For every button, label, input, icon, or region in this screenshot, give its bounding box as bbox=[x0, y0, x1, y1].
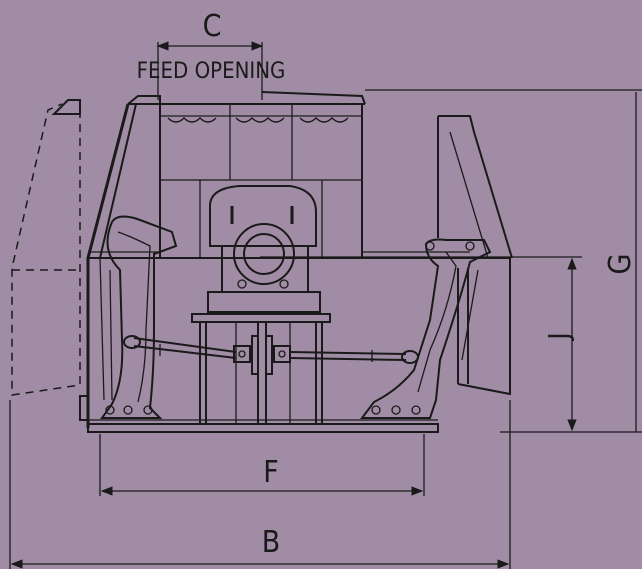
left-jaw-arm bbox=[99, 215, 178, 419]
dimension-f: F bbox=[99, 434, 425, 496]
tie-rod-linkage bbox=[123, 335, 419, 375]
dimension-c: C FEED OPENING bbox=[137, 9, 286, 100]
dimension-label-g: G bbox=[603, 254, 638, 275]
open-position-outline bbox=[11, 99, 81, 396]
dimension-b: B bbox=[9, 400, 511, 569]
right-jaw-arm bbox=[360, 238, 492, 419]
support-stand bbox=[191, 313, 331, 424]
eccentric-shaft-housing bbox=[207, 185, 321, 313]
dimension-g: G bbox=[365, 89, 642, 433]
crusher-frame bbox=[79, 91, 513, 433]
dimension-label-j: J bbox=[542, 332, 575, 341]
dimension-label-c: C bbox=[203, 9, 222, 44]
dimension-label-b: B bbox=[262, 525, 281, 560]
feed-opening-label: FEED OPENING bbox=[137, 59, 286, 84]
dimension-label-f: F bbox=[263, 455, 279, 490]
